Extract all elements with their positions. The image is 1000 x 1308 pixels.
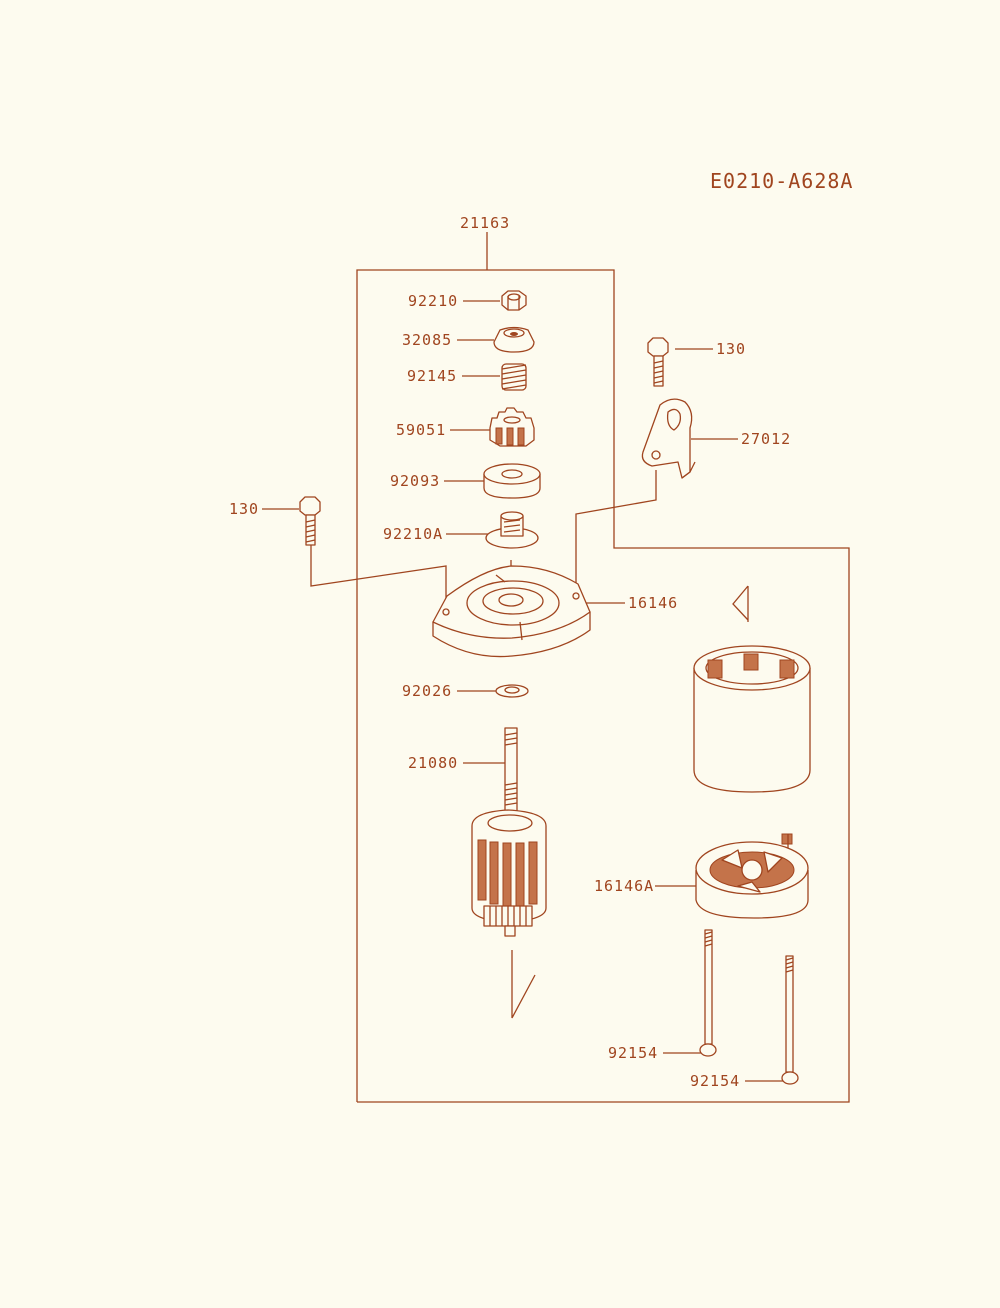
label-16146A[interactable]: 16146A: [594, 877, 654, 895]
yoke-part[interactable]: [693, 645, 811, 793]
label-21163[interactable]: 21163: [460, 214, 510, 232]
label-92026[interactable]: 92026: [402, 682, 452, 700]
label-92154-a[interactable]: 92154: [608, 1044, 658, 1062]
retainer-part[interactable]: [493, 326, 535, 353]
label-32085[interactable]: 32085: [402, 331, 452, 349]
bolt-left-part[interactable]: [299, 496, 321, 546]
label-59051[interactable]: 59051: [396, 421, 446, 439]
label-92210[interactable]: 92210: [408, 292, 458, 310]
front-cover-part[interactable]: [432, 565, 591, 658]
label-92154-b[interactable]: 92154: [690, 1072, 740, 1090]
washer-part[interactable]: [483, 463, 541, 499]
through-bolt-a-part[interactable]: [699, 929, 717, 1057]
label-92093[interactable]: 92093: [390, 472, 440, 490]
label-92210A[interactable]: 92210A: [383, 525, 443, 543]
label-16146[interactable]: 16146: [628, 594, 678, 612]
bolt-right-part[interactable]: [647, 337, 669, 387]
armature-part[interactable]: [471, 727, 547, 937]
collar-part[interactable]: [485, 511, 539, 549]
pinion-gear-part[interactable]: [489, 407, 535, 447]
thrust-washer-part[interactable]: [495, 684, 529, 698]
label-21080[interactable]: 21080: [408, 754, 458, 772]
bracket-part[interactable]: [641, 398, 696, 479]
nut-part[interactable]: [501, 290, 527, 311]
label-27012[interactable]: 27012: [741, 430, 791, 448]
spring-part[interactable]: [501, 363, 527, 391]
rear-cover-part[interactable]: [695, 833, 809, 919]
label-130-left[interactable]: 130: [229, 500, 259, 518]
through-bolt-b-part[interactable]: [781, 955, 799, 1085]
label-130-right[interactable]: 130: [716, 340, 746, 358]
diagram-id: E0210-A628A: [710, 169, 853, 193]
label-92145[interactable]: 92145: [407, 367, 457, 385]
assembly-frame: [356, 232, 850, 1103]
